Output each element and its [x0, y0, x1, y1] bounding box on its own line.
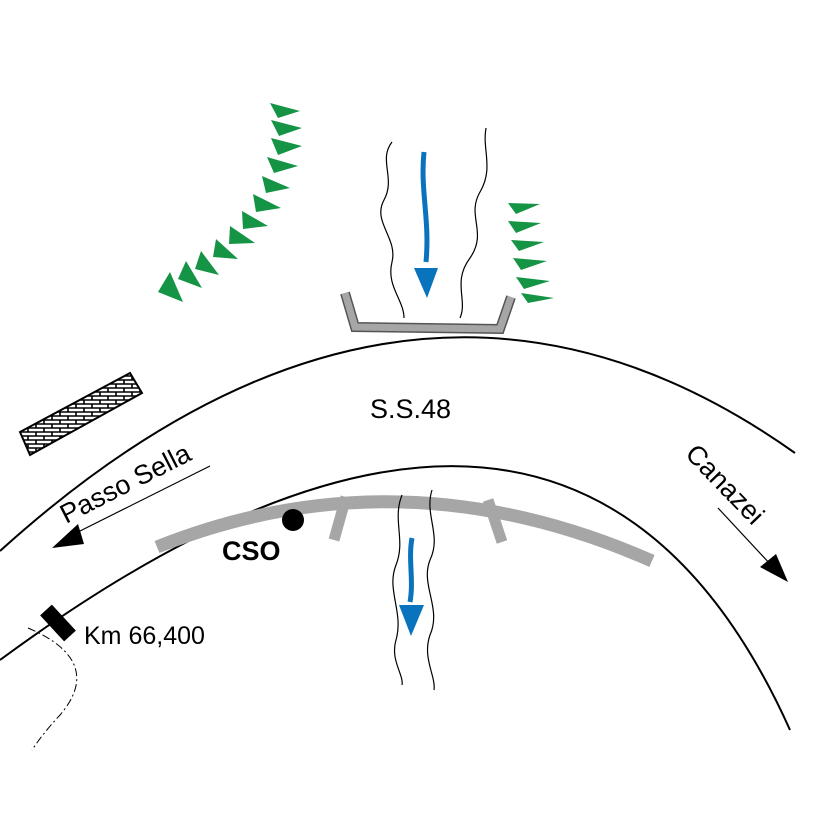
- upper-drain-channel-fill: [341, 292, 515, 333]
- flow-arrow-lower-icon: [407, 537, 415, 603]
- cso-station-icon: [282, 509, 304, 531]
- tree-icon: [158, 272, 183, 302]
- tree-icon: [253, 194, 281, 212]
- dashed-path: [27, 627, 78, 751]
- tree-icon: [195, 251, 219, 275]
- passo-sella-arrow-line: [69, 465, 211, 537]
- flow-arrowhead-upper-icon: [414, 268, 438, 298]
- canazei-arrow-line: [717, 507, 773, 567]
- tree-icon: [271, 120, 302, 136]
- guardrail-post-right: [482, 498, 508, 544]
- canazei-label: Canazei: [680, 438, 770, 530]
- tree-icon: [229, 226, 255, 244]
- lower-guardrail: [154, 495, 655, 567]
- tree-icon: [270, 103, 300, 118]
- flow-arrow-upper-icon: [420, 151, 430, 263]
- hatched-wall-icon: [18, 371, 144, 457]
- passo-sella-arrowhead-icon: [52, 524, 84, 548]
- guardrail-post-left: [328, 495, 352, 542]
- km-label: Km 66,400: [84, 622, 205, 650]
- tree-icon: [508, 221, 541, 233]
- road-lower-edge: [0, 465, 791, 731]
- km-milestone-icon: [40, 604, 76, 642]
- lower-stream-bank-right: [426, 489, 435, 691]
- upper-drain-channel: [340, 291, 516, 335]
- lower-stream-bank-left: [392, 494, 403, 686]
- tree-icon: [521, 293, 554, 303]
- station-label: CSO: [222, 536, 281, 566]
- tree-icon: [242, 211, 268, 229]
- canazei-arrowhead-icon: [760, 554, 788, 582]
- tree-icon: [516, 277, 550, 289]
- road-label: S.S.48: [370, 394, 451, 424]
- upper-stream-bank-right: [459, 127, 488, 319]
- tree-icon: [213, 239, 238, 259]
- vegetation-right-group: [508, 203, 554, 303]
- tree-icon: [508, 203, 540, 214]
- tree-icon: [262, 176, 290, 193]
- tree-icon: [511, 240, 544, 251]
- tree-icon: [178, 261, 202, 288]
- tree-icon: [513, 258, 547, 270]
- road-upper-edge: [0, 336, 796, 552]
- flow-arrowhead-lower-icon: [399, 605, 424, 636]
- vegetation-left-group: [158, 103, 302, 302]
- tree-icon: [267, 157, 298, 173]
- upper-stream-bank-left: [380, 141, 405, 319]
- tree-icon: [271, 138, 302, 155]
